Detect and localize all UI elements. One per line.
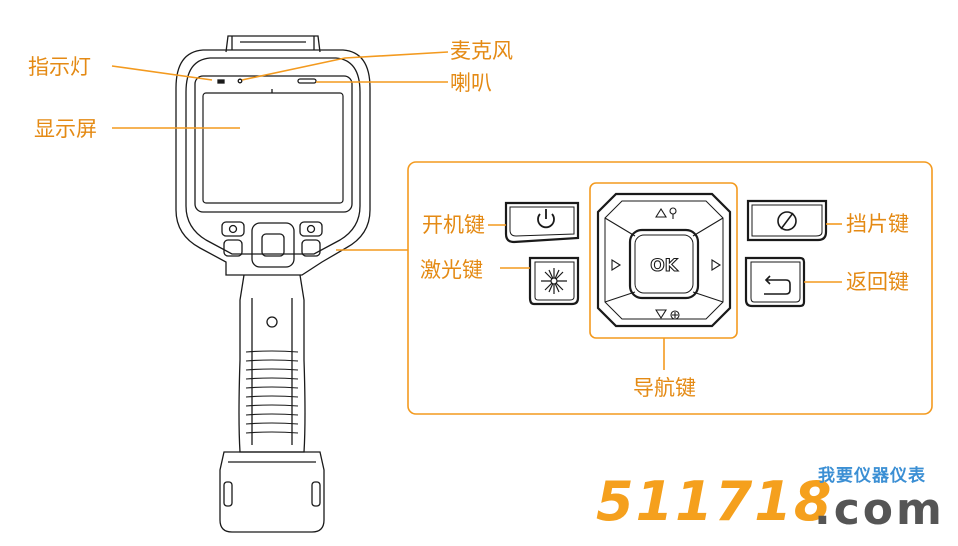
zoom-icon (670, 310, 680, 320)
watermark-cn-text: 我要仪器仪表 (818, 466, 926, 486)
power-button (504, 201, 580, 244)
indicator-light-leader (111, 65, 213, 81)
shutter-button (746, 199, 828, 242)
display-screen (202, 92, 344, 204)
back-button (744, 256, 806, 308)
label-display-screen: 显示屏 (34, 117, 97, 141)
grip-outline (238, 274, 306, 453)
laser-pointer-icon (669, 207, 677, 219)
thermal-camera-device (175, 35, 371, 533)
label-laser-key: 激光键 (420, 258, 483, 282)
triangle-up-icon (655, 207, 667, 218)
label-power-key: 开机键 (422, 213, 485, 237)
callout-lines (111, 51, 449, 251)
label-speaker: 喇叭 (450, 71, 492, 95)
triangle-left-icon (611, 259, 622, 271)
ok-button-label: OK (650, 256, 678, 276)
lens-housing (225, 35, 321, 53)
microphone-hole (237, 78, 243, 84)
microphone-leader (241, 51, 449, 81)
laser-button (528, 256, 580, 306)
laser-icon (541, 268, 567, 294)
triangle-right-icon (711, 259, 722, 271)
speaker-slot (297, 78, 317, 84)
triangle-down-icon (655, 309, 667, 320)
keypad-detail-panel (407, 161, 933, 415)
grip-ribs (245, 350, 299, 434)
indicator-light (217, 79, 225, 84)
label-microphone: 麦克风 (450, 39, 513, 63)
battery-base (219, 451, 325, 533)
label-indicator-light: 指示灯 (28, 55, 91, 79)
label-nav-key: 导航键 (633, 376, 696, 400)
power-icon (537, 209, 555, 229)
label-shutter-key: 挡片键 (846, 212, 909, 236)
device-body-outline (175, 49, 371, 276)
back-arrow-icon (764, 275, 791, 295)
label-back-key: 返回键 (846, 270, 909, 294)
watermark-domain: .com (814, 484, 945, 535)
navigation-pad: OK (596, 192, 732, 328)
watermark-number: 511718 (596, 470, 834, 533)
shutter-icon (777, 211, 797, 231)
